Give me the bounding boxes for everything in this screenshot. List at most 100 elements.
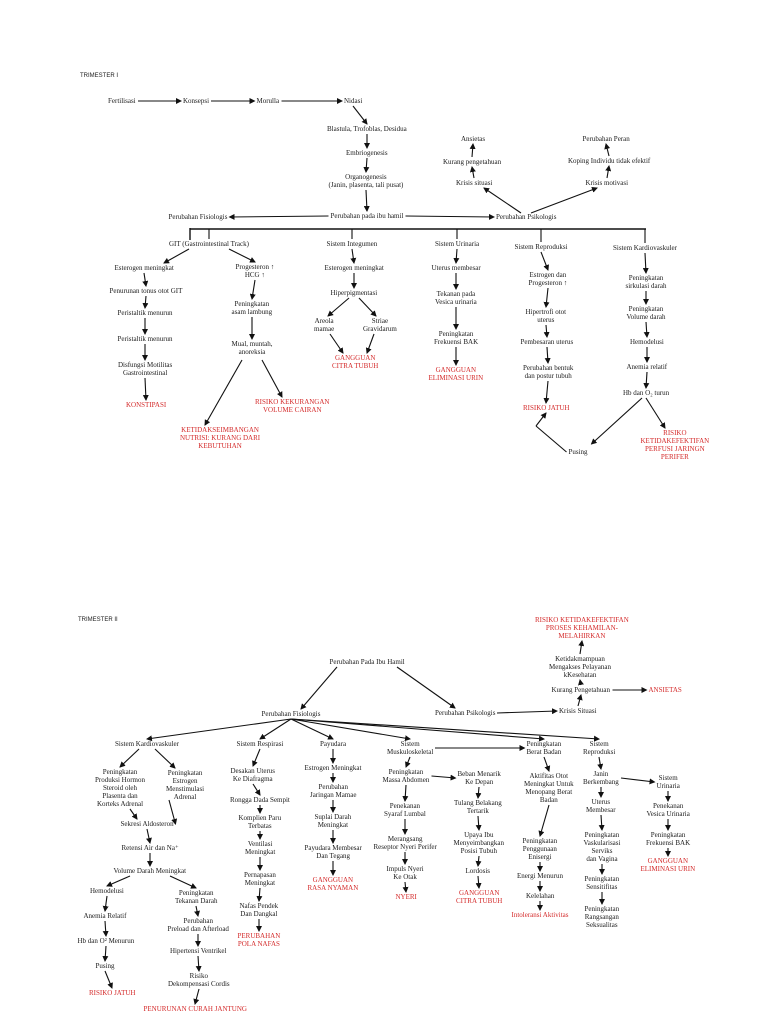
node-t1-dis: Disfungsi Motilitas Gastrointestinal: [118, 361, 173, 377]
edge-76: [146, 828, 152, 844]
edge-37: [358, 297, 377, 317]
node-t2-kp: Kurang Pengetahuan: [551, 686, 611, 694]
edge-101: [402, 784, 409, 802]
edge-40: [453, 248, 460, 264]
node-t1-hou: Hipertrofi otot uterus: [525, 308, 567, 324]
node-t1-blas: Blastula, Trofoblas, Desidua: [327, 125, 407, 133]
node-t2-pvs: Peningkatan Vaskularisasi Serviks dan Va…: [583, 831, 621, 863]
node-t1-kp: Kurang pengetahuan: [443, 158, 502, 166]
node-t1-pfis: Perubahan Fisiologis: [168, 213, 228, 221]
edge-15: [530, 186, 598, 214]
node-t1-pbu: Pembesaran uterus: [520, 338, 574, 346]
node-t2-pfb: Peningkatan Frekuensi BAK: [646, 831, 691, 847]
edge-4: [352, 105, 368, 125]
node-t2-psik: Perubahan Psikologis: [435, 709, 496, 717]
edge-72: [119, 748, 140, 768]
node-t1-str: Striae Gravidarum: [363, 317, 397, 333]
node-t2-skar: Sistem Kardiovaskuler: [115, 740, 179, 748]
node-t1-pib: Perubahan pada ibu hamil: [330, 212, 404, 220]
node-t2-sdm: Suplai Darah Meningkat: [314, 813, 352, 829]
edge-38: [329, 333, 344, 354]
edge-117: [598, 814, 605, 831]
node-t1-fert: Fertilisasi: [108, 97, 136, 105]
node-t1-pfb: Peningkatan Frekuensi BAK: [434, 330, 479, 346]
edge-59: [578, 679, 584, 686]
node-t2-ans: ANSIETAS: [648, 686, 682, 694]
node-t2-ks: Krisis Situasi: [559, 707, 597, 715]
node-t2-ppn: PERUBAHAN POLA NAFAS: [237, 932, 281, 948]
node-t1-ket: KETIDAKSEIMBANGAN NUTRISI: KURANG DARI K…: [180, 426, 261, 450]
node-t1-est: Estrogen dan Progesteron ↑: [528, 271, 568, 287]
edge-53: [643, 371, 650, 389]
edge-44: [540, 251, 549, 271]
node-t2-pma: Peningkatan Massa Abdomen: [382, 768, 430, 784]
edge-111: [538, 804, 550, 837]
edge-12: [605, 165, 612, 179]
edge-104: [402, 881, 409, 893]
edge-36: [327, 297, 350, 317]
edge-46: [543, 324, 550, 338]
edge-73: [154, 748, 176, 769]
node-t1-nid: Nidasi: [344, 97, 363, 105]
node-t2-pib: Perubahan Pada Ibu Hamil: [329, 658, 405, 666]
node-t2-kel: Kelelahan: [526, 892, 555, 900]
node-t2-ra: Retensi Air dan Na⁺: [121, 844, 179, 852]
edge-107: [475, 815, 482, 831]
node-t1-pus: Pusing: [568, 448, 588, 456]
edge-115: [597, 756, 604, 770]
edge-47: [544, 346, 551, 364]
node-t2-sa: Sekresi Aldosteron: [120, 820, 174, 828]
node-t1-pt: Penurunan tonus otot GIT: [109, 287, 183, 295]
edge-100: [405, 756, 411, 768]
node-t2-aom: Aktifitas Otot Meningkat Untuk Menopang …: [524, 772, 574, 804]
node-t1-per2: Peristaltik menurun: [117, 335, 173, 343]
edge-88: [252, 748, 261, 767]
edge-89: [252, 783, 261, 796]
node-t2-kpt: Komplien Paru Terbatas: [238, 814, 282, 830]
edge-78: [106, 875, 131, 887]
node-t2-jb: Janin Berkembang: [583, 770, 619, 786]
node-t1-git: GIT (Gastrointestinal Track): [169, 240, 249, 248]
node-t2-rdc: Risiko Dekompensasi Cordis: [168, 972, 230, 988]
node-t2-pm: Pernapasan Meningkat: [244, 871, 276, 887]
node-t1-kon: KONSTIPASI: [126, 401, 167, 409]
edge-62: [496, 708, 558, 715]
node-t1-ane: Anemia relatif: [626, 363, 668, 371]
node-t2-pjm: Perubahan Jaringan Mamae: [310, 783, 357, 799]
node-t1-org: Organogenesis (Janin, plasenta, tali pus…: [328, 173, 404, 189]
edge-55: [590, 397, 643, 445]
node-t1-hem: Hemodelusi: [630, 338, 664, 346]
edge-109: [475, 875, 482, 889]
node-t1-skar: Sistem Kardiovaskuler: [613, 244, 677, 252]
node-t2-pfis: Perubahan Fisiologis: [261, 710, 321, 718]
edge-51: [643, 321, 650, 338]
node-t1-rkv: RISIKO KEKURANGAN VOLUME CAIRAN: [255, 398, 330, 414]
node-t2-hv: Hipertensi Ventrikel: [170, 947, 227, 955]
node-t2-ptd: Peningkatan Tekanan Darah: [175, 889, 218, 905]
edge-87: [193, 988, 200, 1005]
edge-8: [228, 213, 329, 220]
edge-11: [469, 143, 476, 158]
edge-108: [475, 855, 482, 867]
node-t2-grn: GANGGUAN RASA NYAMAN: [307, 876, 359, 892]
node-t2-gct: GANGGUAN CITRA TUBUH: [456, 889, 503, 905]
edge-14: [483, 187, 522, 214]
node-t2-smus: Sistem Muskuloskeletal: [387, 740, 434, 756]
node-t2-pbb: Peningkatan Berat Badan: [526, 740, 562, 756]
edge-67: [290, 718, 334, 740]
node-t1-psik: Perubahan Psikologis: [496, 213, 557, 221]
edge-54: [645, 397, 666, 429]
node-t1-ute: Uterus membesar: [431, 264, 481, 272]
node-t1-rj: RISIKO JATUH: [523, 404, 570, 412]
node-t2-npd: Nafas Pendek Dan Dangkal: [239, 902, 279, 918]
node-t2-ps: Peningkatan Sensitifitas: [584, 875, 620, 891]
node-t1-em: Esterogen meningkat: [114, 264, 174, 272]
node-t2-enm: Energi Menurun: [517, 872, 563, 880]
edge-39: [365, 333, 375, 354]
node-t1-mor: Morulla: [256, 97, 280, 105]
edge-30: [249, 279, 256, 300]
node-t1-pas: Peningkatan asam lambung: [231, 300, 273, 316]
node-t2-um: Uterus Membesar: [586, 798, 616, 814]
edge-63: [300, 666, 338, 710]
